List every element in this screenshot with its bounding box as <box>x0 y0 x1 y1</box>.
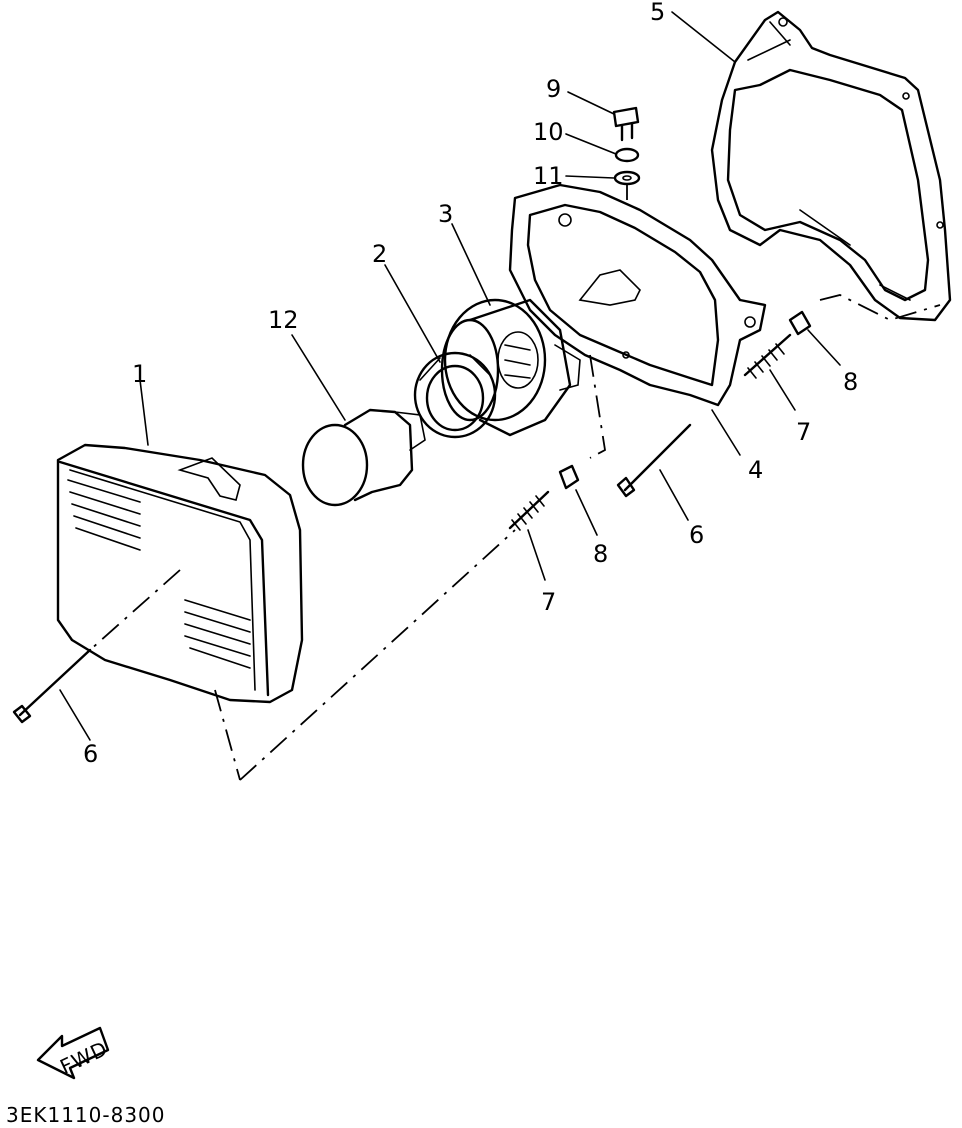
callout-7-lower: 7 <box>541 588 556 616</box>
callout-labels: 1 2 3 4 5 6 6 7 7 8 8 9 10 11 12 <box>83 0 858 768</box>
screw-part-9 <box>612 106 640 142</box>
headlight-rim-part-5 <box>710 10 952 322</box>
adjusting-screw-part-6-right <box>616 423 692 498</box>
lock-washer-part-10 <box>614 147 640 163</box>
washer-part-11 <box>613 170 641 186</box>
fwd-label: FWD <box>56 1036 111 1079</box>
callout-4: 4 <box>748 456 763 484</box>
callout-6-left: 6 <box>83 740 98 768</box>
callout-2: 2 <box>372 240 387 268</box>
callout-12: 12 <box>268 306 299 334</box>
retaining-ring-part-2 <box>413 351 497 439</box>
adjusting-screw-part-6-left <box>12 648 92 724</box>
callout-11: 11 <box>533 162 564 190</box>
callout-5: 5 <box>650 0 665 26</box>
nut-part-8-lower <box>558 464 580 490</box>
assembly-center-lines <box>89 185 941 781</box>
bulb-part-12 <box>301 408 426 507</box>
callout-7-upper: 7 <box>796 418 811 446</box>
spring-part-7-upper <box>743 333 792 379</box>
callout-8-lower: 8 <box>593 540 608 568</box>
callout-3: 3 <box>438 200 453 228</box>
nut-part-8-upper <box>788 310 812 336</box>
callout-8-upper: 8 <box>843 368 858 396</box>
callout-10: 10 <box>533 118 564 146</box>
socket-holder-part-3 <box>440 298 572 437</box>
callout-6-right: 6 <box>689 521 704 549</box>
drawing-code: 3EK1110-8300 <box>6 1103 166 1127</box>
headlight-housing-part-4 <box>508 183 767 407</box>
spring-part-7-lower <box>508 490 550 531</box>
callout-1: 1 <box>132 360 147 388</box>
fwd-arrow: FWD <box>36 1026 111 1080</box>
headlight-unit-part-1 <box>56 443 304 704</box>
leader-lines <box>59 11 841 741</box>
callout-9: 9 <box>546 75 561 103</box>
